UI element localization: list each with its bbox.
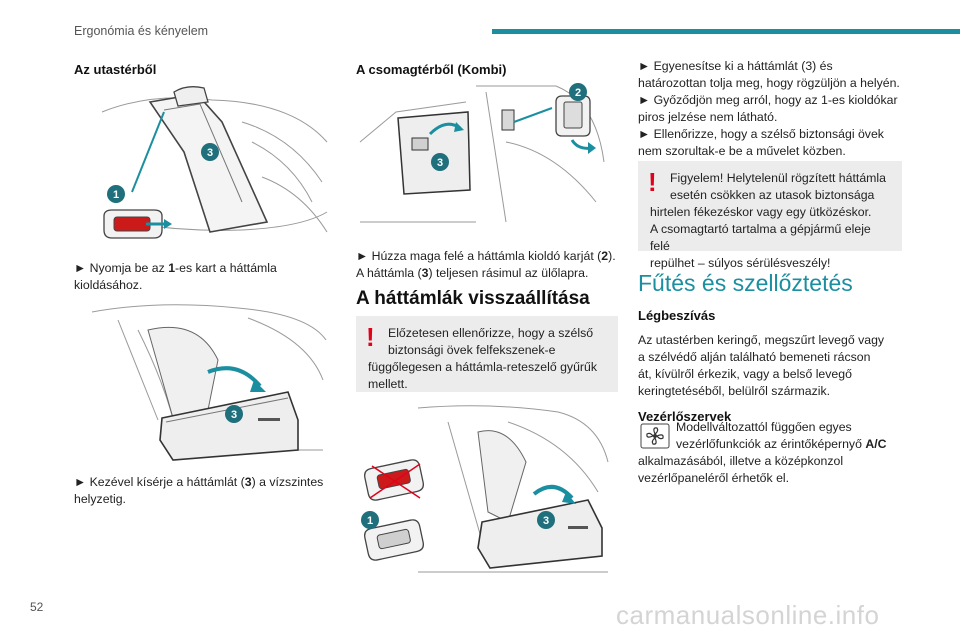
step-straighten-backrest: ► Egyenesítse ki a háttámlát (3) és <box>638 59 833 73</box>
page-number: 52 <box>30 600 44 614</box>
col2-section: A háttámlák visszaállítása <box>356 288 626 310</box>
callout-3-label: 3 <box>207 147 213 159</box>
step-check-lever: ► Győződjön meg arról, hogy az 1-es kiol… <box>638 93 898 107</box>
section-title-backrest-restore: A háttámlák visszaállítása <box>356 288 590 309</box>
callout-3-label-c: 3 <box>437 157 443 169</box>
illustration-trunk-release: 2 3 <box>356 82 606 232</box>
warning-icon: ! <box>366 322 375 352</box>
callout-3-label-d: 3 <box>543 515 549 527</box>
callout-1-label-b: 1 <box>367 515 373 527</box>
step-check-belts: ► Ellenőrizze, hogy a szélső biztonsági … <box>638 127 884 141</box>
heading-from-cabin: Az utastérből <box>74 62 157 77</box>
callout-2-label: 2 <box>575 87 581 99</box>
running-header: Ergonómia és kényelem <box>74 24 209 38</box>
fan-icon <box>640 423 670 449</box>
heading-air-intake: Légbeszívás <box>638 308 716 323</box>
col1-step1: ► Nyomja be az 1-es kart a háttámla kiol… <box>74 261 277 292</box>
col2-step1: ► Húzza maga felé a háttámla kioldó karj… <box>356 249 616 280</box>
heading-controls: Vezérlőszervek <box>638 409 732 424</box>
warning-box-belts: ! Előzetesen ellenőrizze, hogy a szélső … <box>356 316 618 392</box>
warning-box-safety: ! Figyelem! Helytelenül rögzített háttám… <box>638 161 902 270</box>
col1-step2: ► Kezével kísérje a háttámlát (3) a vízs… <box>74 475 324 506</box>
header-accent-bar <box>492 29 960 34</box>
illustration-seat-lowered: 3 <box>88 300 328 462</box>
heading-from-trunk: A csomagtérből (Kombi) <box>356 62 507 77</box>
section-title-heating: Fűtés és szellőztetés <box>638 270 853 296</box>
watermark: carmanualsonline.info <box>616 600 880 630</box>
illustration-seat-release-lever: 1 3 <box>92 82 332 242</box>
warning-icon-2: ! <box>648 167 657 197</box>
col3-steps: ► Egyenesítse ki a háttámlát (3) és hatá… <box>638 58 904 160</box>
illustration-backrest-restore: 1 3 <box>358 402 610 582</box>
col3-air: Légbeszívás Az utastérben keringő, megsz… <box>638 302 904 424</box>
col3-controls: Modellváltozattól függően egyes vezérlőf… <box>638 420 887 485</box>
callout-1-label: 1 <box>113 189 119 201</box>
column-middle: A csomagtérből (Kombi) <box>356 56 618 77</box>
callout-3-label-b: 3 <box>231 409 237 421</box>
column-left: Az utastérből <box>74 56 326 77</box>
